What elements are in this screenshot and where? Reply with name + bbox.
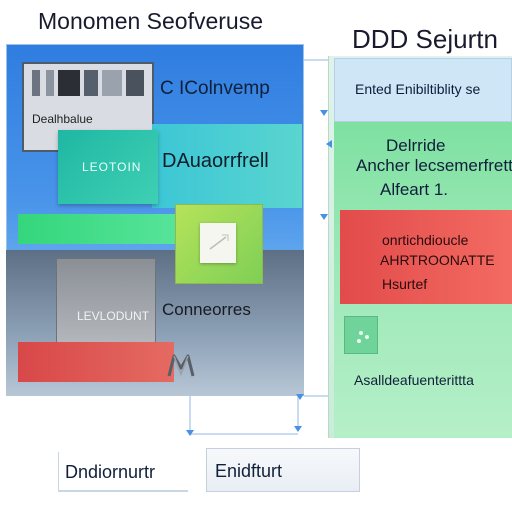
right-header-text: Ented Enibiltiblity se [355, 81, 481, 97]
thumbnail-strip [84, 70, 98, 96]
red-panel-line-2: AHRTROONATTE [380, 252, 495, 268]
node-dot [365, 335, 369, 339]
arrow-down-icon [320, 110, 328, 116]
green-bar [18, 214, 178, 244]
document-icon [200, 223, 236, 263]
right-line-3: Alfeart 1. [380, 180, 449, 199]
m-logo-graphic [167, 354, 195, 377]
teal-node[interactable]: LEOTOIN [58, 130, 158, 204]
left-title: Monomen Seofveruse [38, 8, 264, 34]
thumbnail-strip [46, 70, 54, 96]
thumbnail-strip [126, 70, 144, 96]
red-panel-line-3: Hsurtef [382, 276, 428, 292]
arrow-down-icon [186, 430, 194, 436]
bottom-node-1[interactable]: Dndiornurtr [58, 452, 188, 492]
document-icon-graphic [209, 234, 229, 250]
bottom-node-2[interactable]: Enidfturt [206, 448, 360, 492]
right-header: Ented Enibiltiblity se [334, 58, 512, 122]
gray-card-label: LEVLODUNT [77, 309, 150, 323]
arrow-down-icon [294, 426, 302, 432]
right-line-1: Delrride [386, 136, 446, 155]
right-line-2: Ancher lecsemerfrett [356, 156, 512, 175]
node-dot [357, 339, 361, 343]
teal-node-label: LEOTOIN [82, 160, 142, 174]
connector-label: Conneorres [162, 300, 251, 319]
right-bottom-text: Asalldeafuenterittta [354, 372, 474, 388]
small-green-node[interactable] [344, 316, 378, 354]
node-dot [359, 331, 363, 335]
panel-heading: C IColnvemp [160, 78, 270, 99]
connector-node[interactable] [175, 204, 263, 284]
thumbnail-strip [32, 70, 40, 96]
bottom-node-2-label: Enidfturt [215, 461, 283, 481]
cyan-panel: DAuaorrfrell [152, 124, 302, 208]
bottom-node-1-label: Dndiornurtr [65, 462, 156, 482]
arrow-down-icon [320, 214, 328, 220]
red-alert-panel[interactable]: onrtichdioucle AHRTROONATTE Hsurtef [340, 210, 512, 304]
gray-card[interactable]: LEVLODUNT [56, 258, 156, 344]
red-panel-line-1: onrtichdioucle [382, 232, 469, 248]
right-title: DDD Sejurtn [352, 24, 498, 54]
cyan-panel-label: DAuaorrfrell [162, 150, 269, 172]
m-logo-icon [166, 352, 196, 380]
red-bar [18, 342, 174, 382]
screenshot-card-label: Dealhbalue [32, 112, 93, 126]
thumbnail-strip [102, 70, 122, 96]
thumbnail-strip [58, 70, 80, 96]
